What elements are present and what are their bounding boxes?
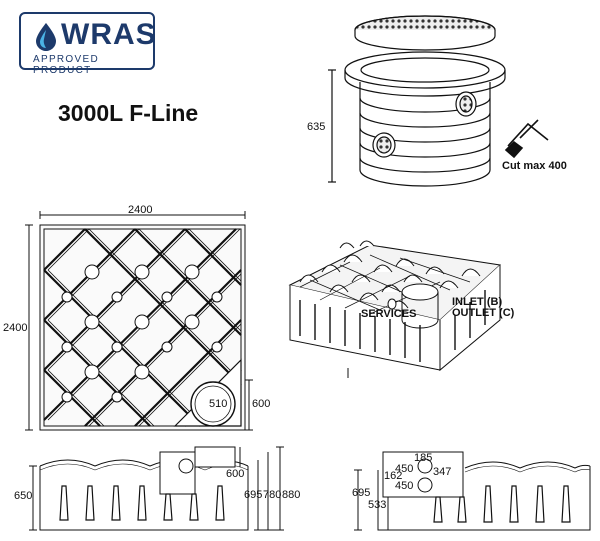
side-right-outlet-height-label: 450 <box>395 480 414 492</box>
opening-diameter-label: 510 <box>209 398 228 410</box>
side-right-small-label: 162 <box>384 470 403 482</box>
side-left-dim-b-label: 780 <box>263 489 282 501</box>
wras-logo: WRAS APPROVED PRODUCT <box>19 12 157 76</box>
riser-drawing <box>328 15 506 187</box>
wras-tagline: APPROVED PRODUCT <box>33 54 99 76</box>
plan-view-drawing <box>25 211 253 431</box>
riser-height-label: 635 <box>307 121 326 133</box>
plan-height-label: 2400 <box>3 322 28 334</box>
opening-offset-label: 600 <box>252 398 271 410</box>
water-drop-icon <box>36 23 56 51</box>
inlet-label: INLET (B) <box>452 296 503 308</box>
riser-cut-label: Cut max 400 <box>502 160 567 172</box>
outlet-label: OUTLET (C) <box>452 307 515 319</box>
wras-brand: WRAS <box>61 18 157 51</box>
side-right-offset-label: 347 <box>433 466 452 478</box>
side-right-dim-top-label: 185 <box>414 452 433 464</box>
services-label: SERVICES <box>361 308 417 320</box>
side-left-turret-label: 600 <box>226 468 245 480</box>
side-right-base-label: 533 <box>368 499 387 511</box>
product-title: 3000L F-Line <box>58 100 199 126</box>
side-view-left-drawing <box>29 446 284 531</box>
iso-view-drawing <box>288 240 502 372</box>
side-right-height-label: 695 <box>352 487 371 499</box>
saw-icon <box>504 119 549 159</box>
side-left-height-label: 650 <box>14 490 33 502</box>
side-left-dim-a-label: 695 <box>244 489 263 501</box>
side-right-inlet-height-label: 450 <box>395 463 414 475</box>
side-view-right-drawing <box>354 451 591 531</box>
side-left-dim-c-label: 880 <box>282 489 301 501</box>
plan-width-label: 2400 <box>128 204 153 216</box>
